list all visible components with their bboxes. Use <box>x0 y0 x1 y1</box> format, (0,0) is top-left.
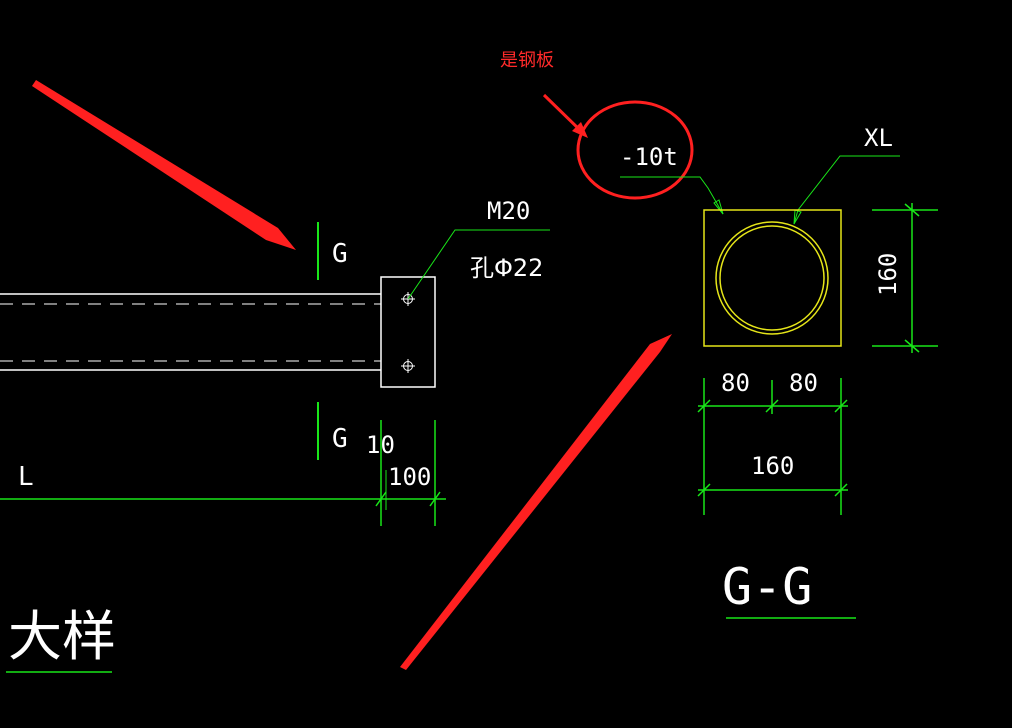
bolt-leader <box>407 229 550 300</box>
section-title: G-G <box>722 558 812 616</box>
red-arrow-top-left <box>32 80 296 250</box>
plate-leader <box>620 176 724 215</box>
pipe-outer <box>715 221 829 335</box>
dim-half-right: 80 <box>789 369 818 397</box>
section-label-xl: XL <box>864 124 893 152</box>
end-plate <box>380 276 436 388</box>
dim-half-left: 80 <box>721 369 750 397</box>
dim-width: 160 <box>751 452 794 480</box>
callout-text: -10t <box>620 143 678 171</box>
hole-label: 孔Φ22 <box>470 254 543 282</box>
section-mark-bottom: G <box>332 424 348 454</box>
callout-circle <box>576 100 694 200</box>
section-plate <box>703 209 842 347</box>
note-arrow-shaft <box>542 93 584 134</box>
pipe-inner <box>719 225 825 331</box>
dim-plate-width: 100 <box>388 463 431 491</box>
width-dimension <box>697 483 848 497</box>
beam-elevation <box>0 293 381 371</box>
plate-dimension <box>0 420 446 526</box>
height-dimension <box>872 203 938 353</box>
xl-leader <box>793 155 900 225</box>
bolt-label: M20 <box>487 197 530 225</box>
section-mark-top: G <box>332 239 348 269</box>
length-label: L <box>18 462 34 492</box>
dim-plate-thickness: 10 <box>366 431 395 459</box>
bolt-bottom <box>401 359 415 373</box>
red-arrow-bottom <box>400 334 672 670</box>
dim-height: 160 <box>874 253 902 296</box>
detail-title: 大样 <box>8 605 116 668</box>
annotation-note: 是钢板 <box>500 50 554 71</box>
note-arrow-head <box>572 122 588 138</box>
half-width-dimension <box>697 378 848 515</box>
